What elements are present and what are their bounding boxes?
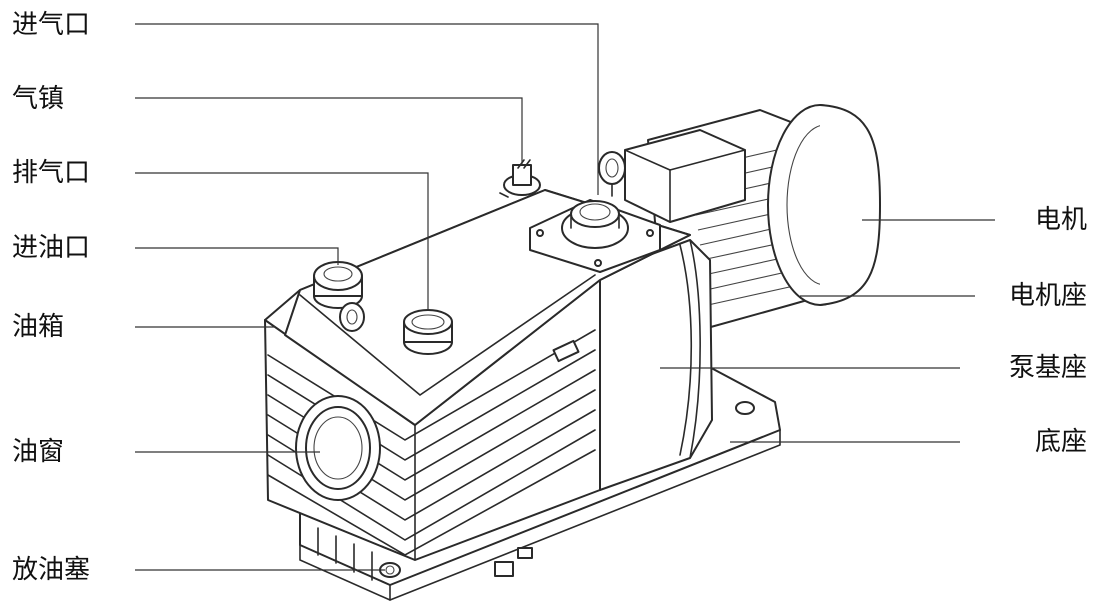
leader-gas-ballast (135, 97, 523, 165)
label-drain-plug: 放油塞 (12, 555, 91, 585)
label-pump-base: 泵基座 (1008, 353, 1087, 383)
label-exhaust: 排气口 (12, 158, 91, 188)
gas-ballast (499, 159, 541, 198)
label-base: 底座 (1034, 427, 1087, 457)
label-motor: 电机 (1034, 205, 1087, 235)
inlet-port (529, 199, 661, 273)
motor (624, 104, 881, 331)
label-inlet: 进气口 (12, 10, 91, 40)
lifting-eye-top (598, 151, 626, 197)
oil-fill-cap (313, 261, 365, 332)
leader-oil-fill (135, 247, 339, 265)
label-oil-window: 油窗 (12, 437, 65, 467)
exhaust-port (403, 309, 453, 355)
leader-exhaust (135, 172, 429, 310)
oil-window (295, 395, 381, 501)
label-oil-fill: 进油口 (12, 233, 91, 263)
leader-lines (135, 23, 995, 571)
label-oil-tank: 油箱 (12, 312, 65, 342)
leader-inlet (135, 23, 599, 195)
label-motor-seat: 电机座 (1008, 281, 1087, 311)
label-gas-ballast: 气镇 (12, 84, 65, 114)
